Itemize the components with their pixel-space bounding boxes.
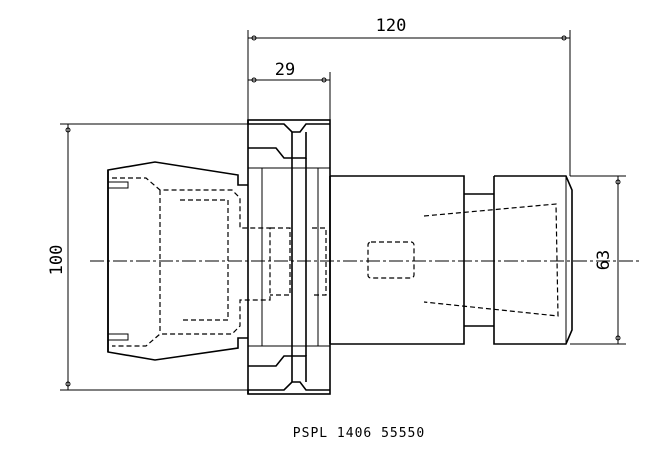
dimension-label-63: 63 <box>594 250 614 270</box>
dimension-label-29: 29 <box>275 60 295 80</box>
hsk-shank <box>107 161 271 361</box>
body <box>329 175 494 345</box>
dimension-overall-length: 120 <box>247 16 571 176</box>
part-number-caption: PSPL 1406 55550 <box>293 426 425 441</box>
dimension-nut-diameter: 63 <box>570 175 626 345</box>
collet-nut <box>423 175 573 345</box>
dimension-label-100: 100 <box>47 245 67 276</box>
dimension-label-120: 120 <box>376 16 407 36</box>
dimension-flange-length: 29 <box>248 60 331 124</box>
dimension-flange-diameter: 100 <box>47 123 248 391</box>
flange <box>247 119 331 395</box>
